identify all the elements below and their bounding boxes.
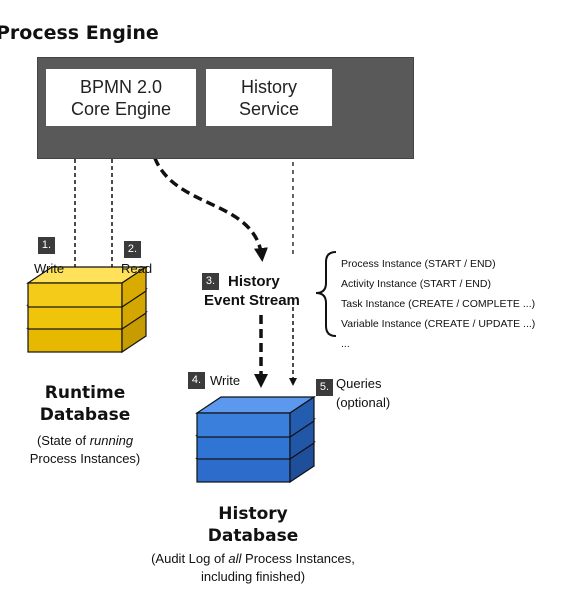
step-5-badge: 5. xyxy=(316,379,333,396)
step-4-badge: 4. xyxy=(188,372,205,389)
runtime-db-title-line1: Runtime xyxy=(44,383,126,403)
history-db-caption-line2: including finished) xyxy=(200,569,306,584)
history-db-caption: (Audit Log of all Process Instances, inc… xyxy=(123,550,383,586)
queries-label-line2: (optional) xyxy=(336,395,391,410)
history-service-box: History Service xyxy=(206,69,332,126)
core-engine-label-line2: Core Engine xyxy=(70,98,172,119)
runtime-db-title: Runtime Database xyxy=(10,382,160,426)
step-1-label: Write xyxy=(34,261,65,276)
history-db-title-line1: History xyxy=(218,504,288,524)
runtime-db-caption-line1: (State of running xyxy=(36,433,134,448)
step-1-badge: 1. xyxy=(38,237,55,254)
core-engine-label-line1: BPMN 2.0 xyxy=(79,76,162,97)
event-stream-items: Process Instance (START / END) Activity … xyxy=(341,254,535,354)
event-item: Task Instance (CREATE / COMPLETE ...) xyxy=(341,298,536,310)
event-item: ... xyxy=(341,338,350,350)
event-item: Variable Instance (CREATE / UPDATE ...) xyxy=(341,318,536,330)
step-3-badge: 3. xyxy=(202,273,219,290)
step-4-label: Write xyxy=(210,373,241,388)
history-database-icon xyxy=(195,395,316,484)
runtime-db-title-line2: Database xyxy=(39,405,131,425)
page-title: Process Engine xyxy=(0,22,159,44)
runtime-db-caption: (State of running Process Instances) xyxy=(0,432,170,468)
runtime-db-caption-line2: Process Instances) xyxy=(29,451,141,466)
core-engine-box: BPMN 2.0 Core Engine xyxy=(46,69,196,126)
history-db-caption-line1: (Audit Log of all Process Instances, xyxy=(151,551,355,566)
step-2-badge: 2. xyxy=(124,241,141,258)
event-stream-label-line2: Event Stream xyxy=(204,292,300,309)
event-item: Process Instance (START / END) xyxy=(341,258,496,270)
event-stream-label-line1: History xyxy=(228,273,280,290)
event-stream-brace xyxy=(315,251,337,337)
event-stream-arrow xyxy=(148,129,268,262)
step-2-label: Read xyxy=(121,261,153,276)
history-service-label-line2: Service xyxy=(238,98,300,119)
history-db-title: History Database xyxy=(178,503,328,547)
history-db-title-line2: Database xyxy=(207,526,299,546)
runtime-database-icon xyxy=(26,265,148,354)
history-service-label-line1: History xyxy=(240,76,297,97)
event-item: Activity Instance (START / END) xyxy=(341,278,491,290)
queries-label-line1: Queries xyxy=(336,376,382,391)
